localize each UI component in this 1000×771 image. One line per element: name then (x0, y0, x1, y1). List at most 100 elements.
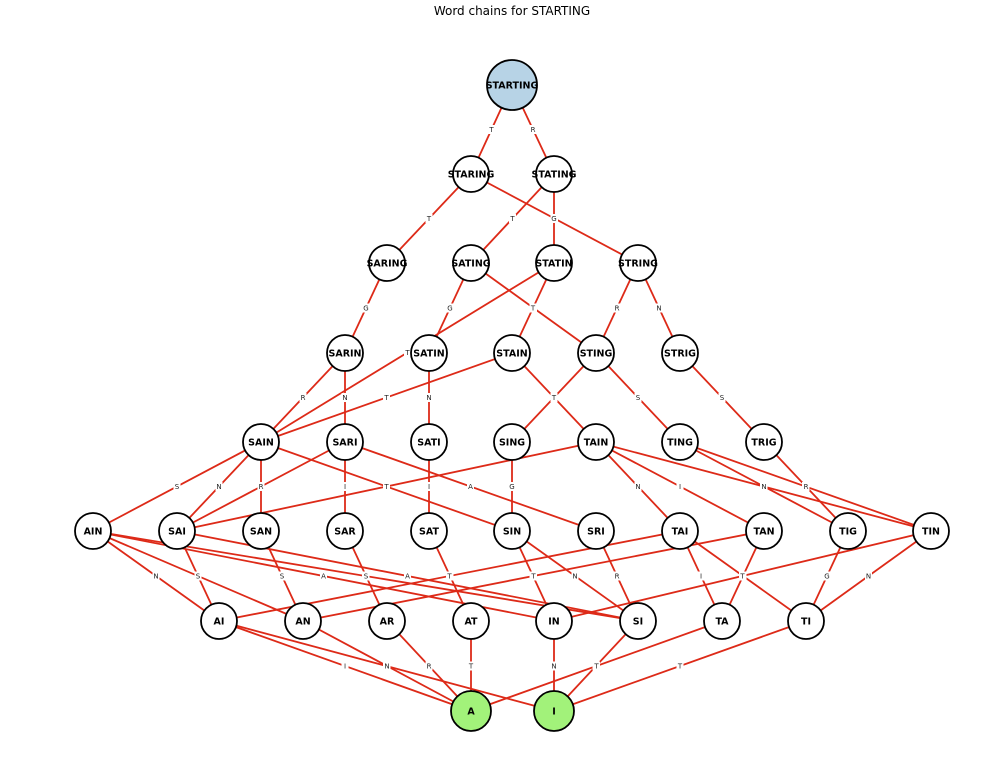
edge-label-ai-to-a: I (341, 661, 349, 671)
node-label: STARING (448, 170, 495, 181)
edge-letter: T (509, 215, 515, 223)
edge-letter: T (677, 663, 683, 671)
edge-label-sri-to-si: R (613, 571, 621, 581)
node-circle (326, 423, 364, 461)
node-circle (158, 512, 196, 550)
node-ar: AR (368, 602, 406, 640)
edge-label-sari-to-sai: R (257, 482, 265, 491)
edge-letter: R (427, 663, 432, 671)
edge-label-staring-to-saring: T (425, 214, 433, 223)
node-label: AIN (84, 527, 103, 538)
edge-label-sai-to-si: A (404, 571, 411, 581)
edge-label-at-to-a: T (467, 661, 475, 671)
edge-letter: S (196, 573, 201, 581)
edge-letter: G (824, 573, 829, 581)
node-in: IN (535, 602, 573, 640)
node-label: TING (667, 438, 693, 449)
edge-label-trig-to-tig: R (802, 482, 810, 491)
edge-label-sain-to-sai: N (215, 482, 223, 491)
node-label: TAN (753, 527, 774, 538)
node-at: AT (452, 602, 490, 640)
node-ti: TI (787, 602, 825, 640)
node-an: AN (284, 602, 322, 640)
edge-label-tai-to-ta: I (697, 571, 705, 581)
edge-label-sating-to-satin: G (446, 303, 454, 313)
node-sari: SARI (326, 423, 364, 461)
node-circle (326, 334, 364, 372)
edge-letter: S (364, 573, 369, 581)
edge-label-ting-to-tig: N (760, 482, 768, 491)
node-label: STATING (532, 170, 577, 181)
node-circle (452, 244, 490, 282)
node-sing: SING (493, 423, 531, 461)
node-circle (912, 512, 950, 550)
edge-letter: S (636, 394, 641, 402)
node-label: SARI (332, 438, 357, 449)
edge-label-string-to-sting: R (613, 303, 621, 313)
edge-letter: T (468, 663, 474, 671)
edge-letter: N (342, 394, 347, 402)
edge-label-tin-to-in: T (739, 571, 746, 581)
node-sain: SAIN (242, 423, 280, 461)
edge-label-statin-to-sain: T (404, 348, 411, 357)
node-circle (577, 512, 615, 550)
edge-letter: I (428, 483, 430, 491)
edge-label-sing-to-sin: G (508, 482, 516, 491)
node-circle (410, 423, 448, 461)
node-label: SARING (367, 259, 408, 270)
node-circle (452, 155, 490, 193)
node-ai: AI (200, 602, 238, 640)
node-label: TA (715, 617, 729, 628)
edge-label-sari-to-sri: A (467, 482, 474, 491)
node-sarin: SARIN (326, 334, 364, 372)
node-label: SING (499, 438, 525, 449)
node-circle (661, 423, 699, 461)
node-label: SAT (419, 527, 439, 538)
edge-letter: N (866, 573, 871, 581)
node-label: SATIN (413, 349, 444, 360)
node-statin: STATIN (535, 244, 573, 282)
node-label: TAI (672, 527, 689, 538)
edge-letter: T (739, 573, 745, 581)
node-sating: SATING (451, 244, 491, 282)
node-label: SAN (250, 527, 272, 538)
node-circle (368, 602, 406, 640)
node-circle (703, 602, 741, 640)
edge-letter: T (551, 394, 557, 402)
edge-label-ar-to-a: R (425, 661, 433, 671)
edge-letter: N (153, 573, 158, 581)
edge-letter: G (447, 305, 452, 313)
node-label: SAR (334, 527, 356, 538)
node-circle (619, 602, 657, 640)
node-circle (74, 512, 112, 550)
edge-label-tin-to-ti: N (865, 571, 872, 581)
node-stain: STAIN (493, 334, 531, 372)
edge-label-sai-to-ai: S (194, 571, 202, 581)
edge-label-ain-to-ai: N (152, 571, 160, 581)
node-saring: SARING (367, 244, 408, 282)
node-circle (493, 423, 531, 461)
edge-label-tig-to-ti: G (823, 571, 831, 581)
node-tai: TAI (661, 512, 699, 550)
node-staring: STARING (448, 155, 495, 193)
node-label: STATIN (535, 259, 572, 270)
edge-label-tan-to-an: T (530, 571, 537, 581)
edge-label-stating-to-statin: G (550, 214, 558, 223)
edge-letter: N (426, 394, 431, 402)
edge-letter: R (615, 573, 620, 581)
edge-letter: T (446, 573, 452, 581)
node-label: SI (633, 617, 643, 628)
edge-letter: R (259, 483, 264, 491)
edge-letter: A (468, 483, 473, 491)
node-label: SAIN (248, 438, 274, 449)
edge-label-tain-to-sai: T (383, 482, 390, 491)
node-label: TRIG (751, 438, 776, 449)
node-label: SRI (587, 527, 605, 538)
edge-label-tain-to-tan: I (676, 482, 684, 491)
node-circle (619, 244, 657, 282)
node-a: A (450, 690, 492, 732)
edge-label-an-to-a: N (383, 661, 391, 671)
node-label: AT (464, 617, 478, 628)
node-label: AI (214, 617, 225, 628)
